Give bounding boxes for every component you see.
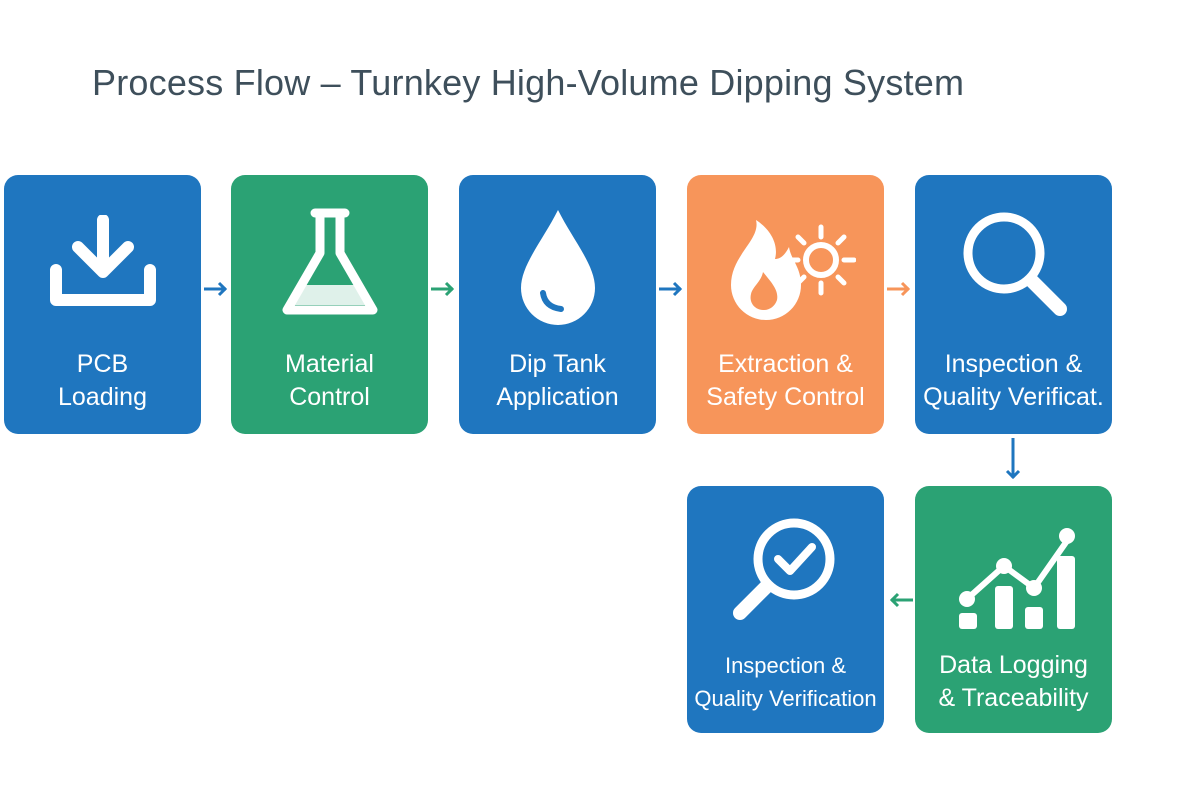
step-label: Data Logging& Traceability [938, 651, 1089, 712]
droplet-icon [520, 210, 595, 325]
arrow-right-icon [204, 281, 228, 297]
step-label: Extraction &Safety Control [706, 350, 865, 411]
arrow-down-icon [1005, 438, 1021, 480]
arrow-right-icon [659, 281, 683, 297]
step-inspection-verification: Inspection &Quality Verification [687, 486, 884, 733]
step-inspection-quality: Inspection &Quality Verificat. [915, 175, 1112, 434]
download-icon [49, 215, 156, 306]
step-label: Inspection &Quality Verification [694, 653, 877, 711]
flask-icon [282, 208, 377, 315]
fire-sun-icon [730, 220, 856, 320]
arrow-left-icon [889, 592, 913, 608]
chart-icon [958, 528, 1075, 629]
step-label: Inspection &Quality Verificat. [923, 350, 1104, 411]
magnifier-icon [963, 212, 1067, 316]
page-title: Process Flow – Turnkey High-Volume Dippi… [92, 62, 965, 103]
magnifier-check-icon [732, 518, 834, 620]
step-extraction-safety: Extraction &Safety Control [687, 175, 884, 434]
arrow-right-icon [431, 281, 455, 297]
step-data-logging: Data Logging& Traceability [915, 486, 1112, 733]
arrow-right-icon [887, 281, 911, 297]
